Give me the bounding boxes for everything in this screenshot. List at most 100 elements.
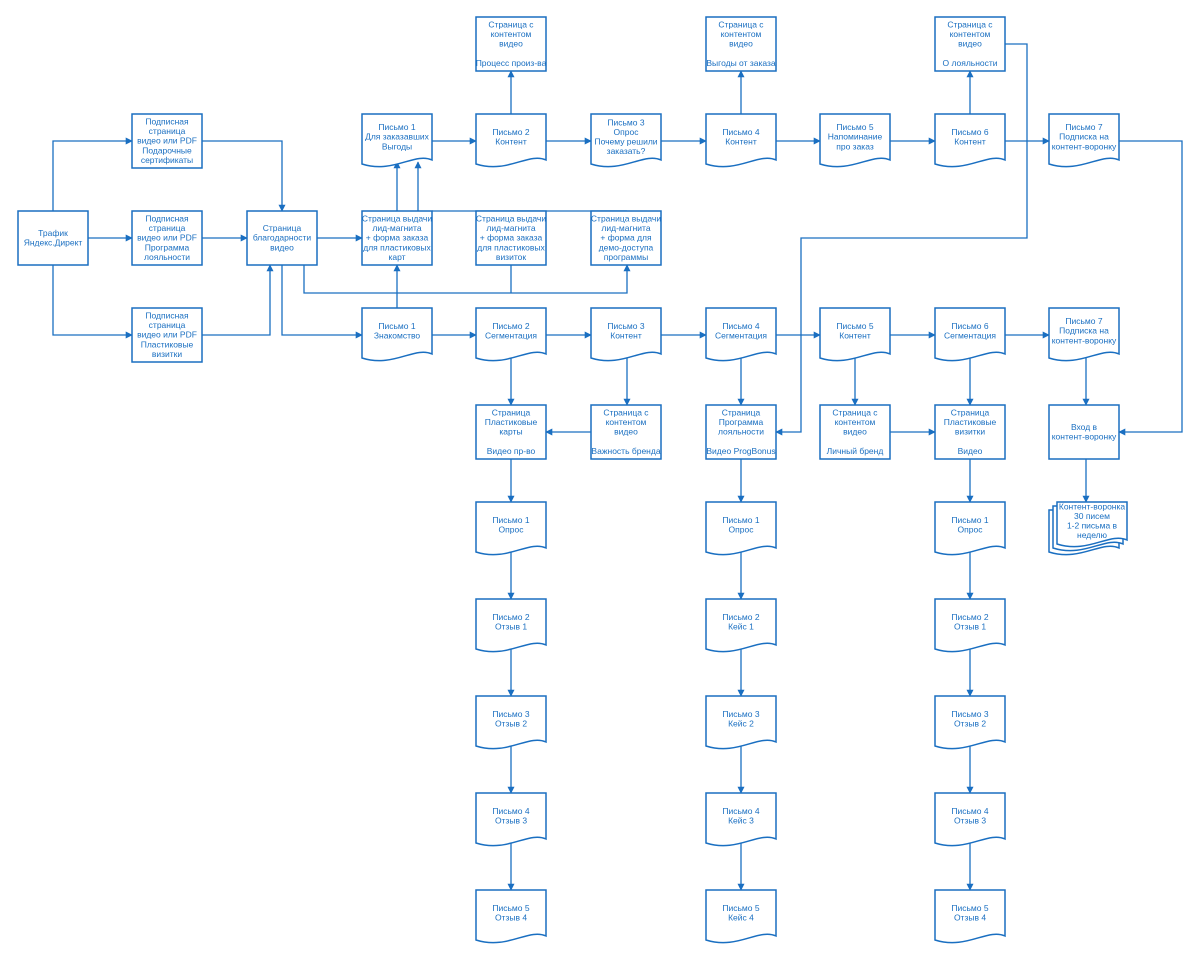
node-label: страница [149,320,186,330]
document-shape [705,792,777,847]
document-shape [934,598,1006,653]
node-label: Письмо 4 [951,806,988,816]
node-label: Страница выдачи [362,214,432,224]
node-label: Письмо 3 [492,709,529,719]
node-box [934,16,1006,72]
node-label: контент-воронку [1052,141,1117,151]
node-label: карт [388,252,405,262]
node-label: для пластиковых [477,242,545,252]
node-label: Письмо 3 [607,117,644,127]
document-shape [934,501,1006,556]
document-shape [475,598,547,653]
node-label: визитки [152,349,183,359]
node-label: Опрос [614,127,640,137]
node-label: Письмо 6 [951,321,988,331]
node-label: страница [149,223,186,233]
node-label: Контент [725,137,757,147]
node-label: Письмо 3 [607,321,644,331]
node-label: Опрос [499,525,525,535]
node-label: Письмо 7 [1065,316,1102,326]
node-label: Подписка на [1059,132,1109,142]
node-label: контентом [835,417,876,427]
node-label: Яндекс.Директ [24,238,83,248]
connector-arrow [202,264,274,336]
node-label: Письмо 5 [951,903,988,913]
node-label: Отзыв 4 [495,913,527,923]
node-label: Личный бренд [827,446,884,456]
node-label: Контент-воронка [1059,501,1126,511]
shapes: ТрафикЯндекс.ДиректПодписнаястраницавиде… [17,16,1128,944]
document-shape [361,113,433,168]
node-label: Контент [839,331,871,341]
node-label: О лояльности [942,58,997,68]
document-shape [475,501,547,556]
document-shape [475,113,547,168]
node-label: Письмо 1 [492,515,529,525]
node-label: Письмо 1 [378,122,415,132]
node-label: Контент [495,137,527,147]
node-label: Письмо 2 [951,612,988,622]
document-shape [819,113,891,168]
document-shape [705,501,777,556]
node-label: Подписная [145,214,189,224]
node-label: заказать? [607,146,646,156]
connector-arrow [52,137,133,211]
node-label: Подарочные [142,145,192,155]
node-label: Опрос [729,525,755,535]
node-label: контентом [721,29,762,39]
node-box [705,404,777,460]
node-label: контентом [606,417,647,427]
node-label: видео [958,39,982,49]
node-label: для пластиковых [363,242,431,252]
node-label: видео [729,39,753,49]
node-label: Контент [610,331,642,341]
node-label: Страница [722,408,761,418]
node-box [246,210,318,266]
node-label: видео или PDF [137,136,197,146]
connector-arrow [303,264,631,294]
node-label: визиток [496,252,526,262]
node-label: лид-магнита [486,223,535,233]
node-label: Страница с [488,20,534,30]
node-label: Видео [958,446,983,456]
connector-arrow [775,43,1028,436]
node-label: Страница [951,408,990,418]
node-label: Пластиковые [141,339,194,349]
node-box [131,307,203,363]
node-label: Напоминание [828,132,883,142]
node-label: неделю [1077,530,1108,540]
node-label: программы [604,252,648,262]
document-shape [475,695,547,750]
connector-arrow [1118,140,1183,436]
node-label: + форма заказа [480,233,543,243]
node-label: Программа [719,417,764,427]
document-shape [705,598,777,653]
node-label: Выгоды [382,141,412,151]
node-label: Письмо 4 [722,127,759,137]
node-label: Страница [492,408,531,418]
node-label: Сегментация [715,331,767,341]
node-label: Страница выдачи [476,214,546,224]
node-label: 1-2 письма в [1067,521,1118,531]
node-label: Письмо 2 [492,127,529,137]
